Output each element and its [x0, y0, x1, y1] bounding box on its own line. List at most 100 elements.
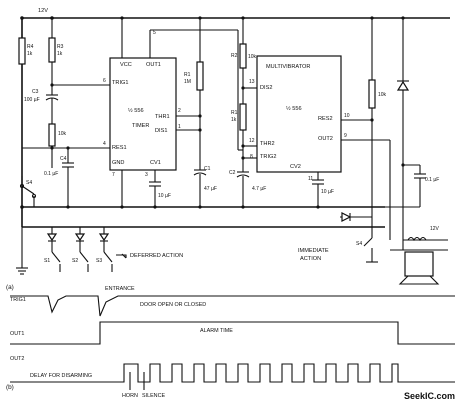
capacitor-c3 [45, 83, 59, 120]
horn-relay [390, 236, 448, 285]
r1b-value: 1k [231, 117, 237, 123]
out2-trace-label: OUT2 [10, 356, 24, 362]
capacitor-c1 [193, 155, 207, 209]
resistor-r3 [48, 16, 56, 85]
resistor-r4 [18, 34, 26, 70]
resistor-r1 [196, 16, 204, 104]
c2-name: C2 [229, 170, 236, 176]
horn-silence-arrows [129, 372, 145, 390]
r2-value: 10k [248, 54, 257, 60]
mv-dis: DIS2 [260, 85, 272, 91]
mv-pin-13: 13 [249, 79, 255, 85]
mv-pin-8: 8 [250, 154, 253, 160]
r3-value: 1k [57, 51, 63, 57]
cv1-cap-value: 10 µF [158, 193, 171, 199]
switch-s1-label: S1 [44, 258, 50, 264]
trig1-trace-label: TRIG1 [10, 297, 26, 303]
mv-pin-11: 11 [308, 176, 313, 182]
mv-pin-12: 12 [249, 138, 255, 144]
mv-out: OUT2 [318, 136, 333, 142]
watermark: SeekIC.com [404, 391, 455, 401]
capacitor-cv2 [312, 172, 324, 209]
trig1-trace [10, 295, 455, 317]
r2-name: R2 [231, 53, 238, 59]
mv-trig: TRIG2 [260, 154, 276, 160]
mv-timing-chain [236, 16, 257, 209]
r3-name: R3 [57, 44, 64, 50]
r1-name: R1 [184, 72, 191, 78]
immediate-label-2: ACTION [300, 256, 321, 262]
timer-wires [120, 16, 239, 209]
supply-label: 12V [38, 8, 48, 14]
timer-pin-1: 1 [178, 124, 181, 130]
c4-name: C4 [60, 156, 67, 162]
multivibrator-ic [256, 55, 342, 173]
timer-vcc: VCC [120, 62, 132, 68]
r1b-name: R1 [231, 110, 238, 116]
switch-s3-label: S3 [96, 258, 102, 264]
r4-value: 1k [27, 51, 33, 57]
c4-value: 0.1 µF [44, 171, 58, 177]
r5-value: 10k [58, 131, 67, 137]
capacitor-c4 [62, 146, 74, 209]
silence-label: SILENCE [142, 393, 165, 399]
c2-value: 4.7 µF [252, 186, 266, 192]
mv-pin-10: 10 [344, 113, 350, 119]
timer-dis: DIS1 [155, 128, 167, 134]
timer-gnd: GND [112, 160, 124, 166]
immediate-action-path [340, 212, 378, 263]
timer-pin-6: 6 [103, 78, 106, 84]
mv-part: ½ 556 [286, 105, 302, 112]
horn-supply-label: 12V [430, 226, 440, 232]
entrance-label: ENTRANCE [105, 286, 135, 292]
switch-s4-right-label: S4 [356, 241, 362, 247]
out1-trace-label: OUT1 [10, 331, 24, 337]
delay-label: DELAY FOR DISARMING [30, 373, 92, 379]
timer-out: OUT1 [146, 62, 161, 68]
horn-label: HORN [122, 393, 138, 399]
c-right-value: 0.1 µF [425, 177, 439, 183]
timing-b-label: (b) [6, 384, 14, 391]
switch-s4-left [19, 176, 37, 207]
mv-title: MULTIVIBRATOR [266, 64, 310, 70]
r1-value: 1M [184, 79, 191, 85]
timer-trig: TRIG1 [112, 80, 128, 86]
door-label: DOOR OPEN OR CLOSED [140, 302, 206, 308]
deferred-action-label: DEFERRED ACTION [130, 253, 183, 259]
alarm-time-label: ALARM TIME [200, 328, 233, 334]
capacitor-cv1 [149, 170, 161, 209]
timer-name: TIMER [132, 123, 149, 129]
timer-cv: CV1 [150, 160, 161, 166]
timer-pin-2: 2 [178, 108, 181, 114]
mv-thr: THR2 [260, 141, 275, 147]
timing-a-label: (a) [6, 284, 14, 291]
timer-pin-7: 7 [112, 172, 115, 178]
r4-name: R4 [27, 44, 34, 50]
immediate-label-1: IMMEDIATE [298, 248, 329, 254]
right-diode-cap [385, 16, 426, 250]
r-right-value: 10k [378, 92, 387, 98]
s4-left-label: S4 [26, 180, 32, 186]
timer-thr: THR1 [155, 114, 170, 120]
out2-trace [10, 363, 455, 383]
switch-s2-label: S2 [72, 258, 78, 264]
resistor-r5 [48, 120, 56, 168]
timer-ic [109, 57, 177, 171]
switch-bank [16, 227, 127, 275]
c1-name: C1 [204, 166, 211, 172]
cv2-cap-value: 10 µF [321, 189, 334, 195]
mv-pin-9: 9 [344, 133, 347, 139]
timer-pin-4: 4 [103, 141, 106, 147]
timer-res: RES1 [112, 145, 127, 151]
out1-trace [10, 321, 455, 345]
mv-output-wires [341, 16, 391, 240]
c3-value: 100 µF [24, 97, 40, 103]
timer-part: ½ 556 [128, 107, 144, 114]
c3-name: C3 [32, 89, 39, 95]
mv-res: RES2 [318, 116, 333, 122]
timer-pin-3: 3 [145, 172, 148, 178]
mv-cv: CV2 [290, 164, 301, 170]
c1-value: 47 µF [204, 186, 217, 192]
timer-pin-5: 5 [153, 30, 156, 36]
